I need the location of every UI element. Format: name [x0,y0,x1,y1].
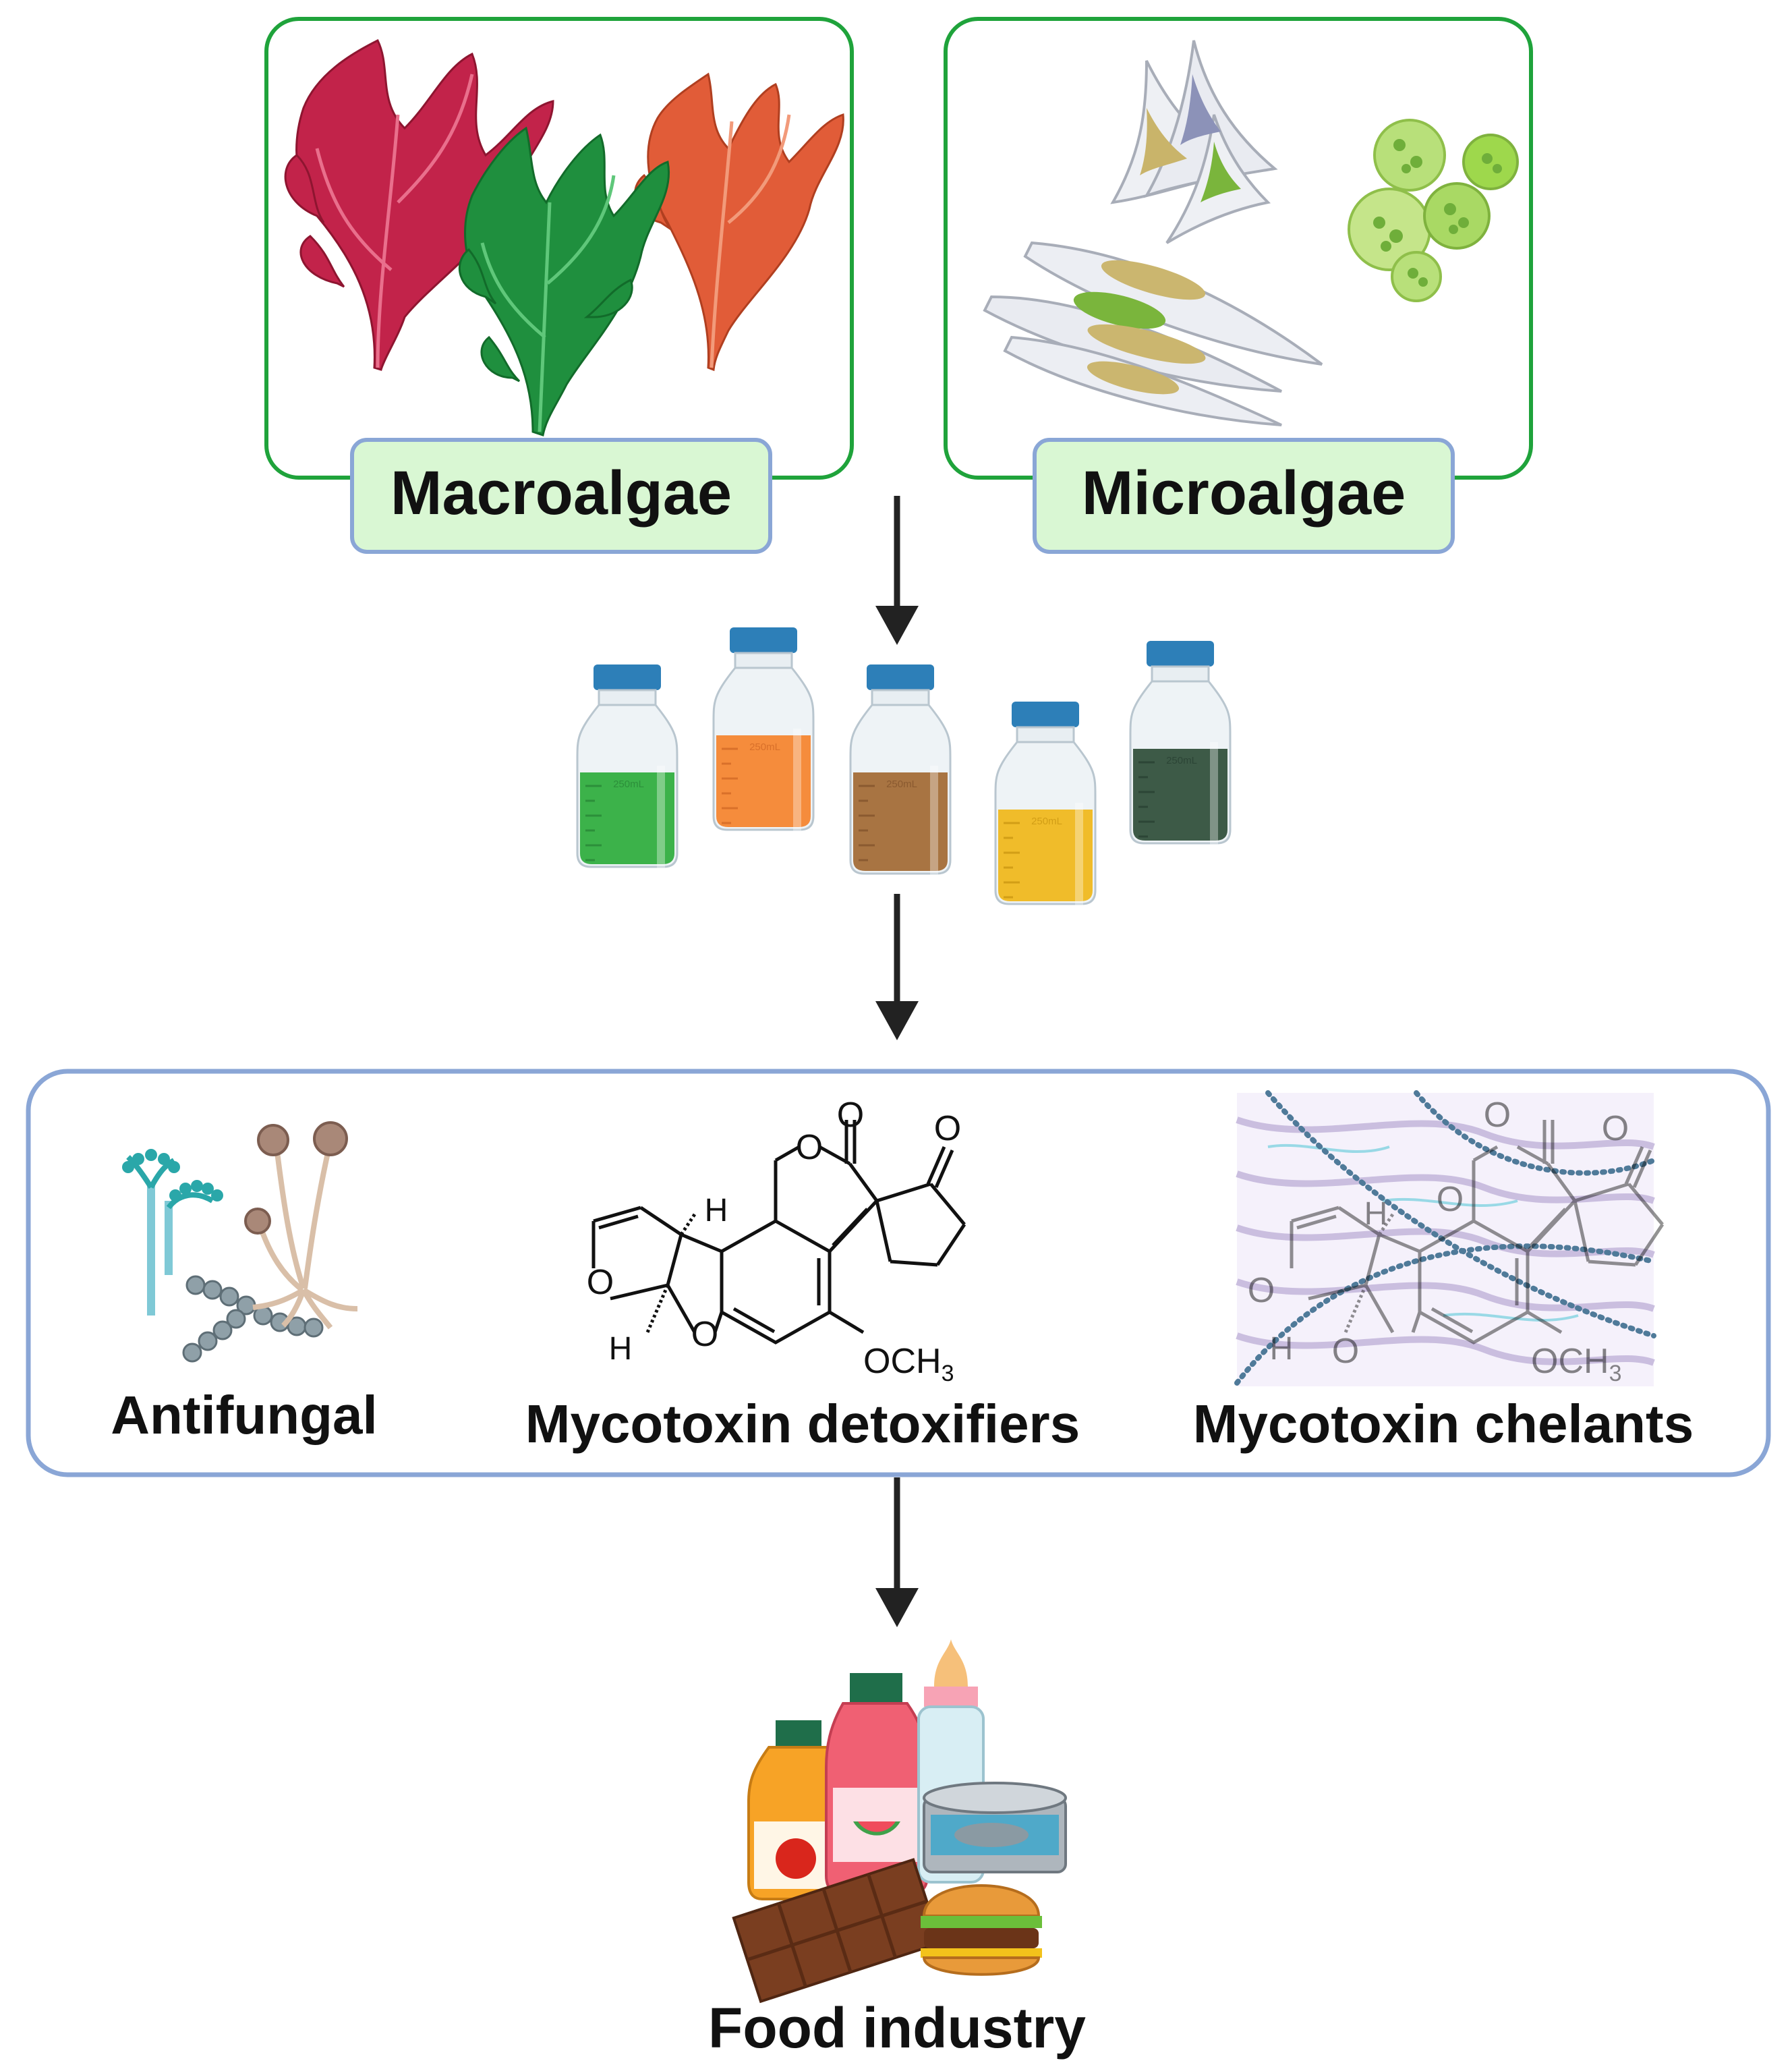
furan-o-1: O [587,1263,614,1302]
lactone-o: O [796,1128,823,1167]
bottle-volume-mark: 250mL [1166,755,1197,766]
fungi-icon: Antifungal [111,1121,378,1445]
bottle-volume-mark: 250mL [613,779,644,790]
extract-bottle: 250mL [849,664,952,880]
flow-arrow-1 [875,496,919,645]
food-industry-label: Food industry [708,1996,1086,2060]
macroalgae-panel: Macroalgae [264,17,854,554]
diatom-elongated-icon [983,241,1323,426]
bottle-volume-mark: 250mL [1031,816,1062,827]
chelant-methoxy: OCH3 [1531,1342,1621,1386]
bioactivity-panel: Antifungal [26,1069,1771,1477]
hydrogen-2: H [609,1331,633,1367]
chelant-o-4: O [1248,1271,1275,1310]
extract-bottle: 250mL [712,627,815,837]
extract-bottle: 250mL [576,664,678,874]
flow-arrow-3 [875,1477,919,1627]
spherical-microalgae-icon [1348,119,1519,302]
extract-bottles: 250mL 250mL 250mL 250mL 250mL [576,627,1232,911]
bottle-volume-mark: 250mL [886,779,917,790]
aflatoxin-structure: O O O O O H H OCH3 Mycotoxin detoxifiers [525,1096,1080,1454]
extract-bottle: 250mL [1129,641,1232,850]
macroalgae-label: Macroalgae [391,459,732,528]
green-seaweed-icon [458,126,670,436]
chelant-o-2: O [1602,1109,1629,1148]
chelant-h-1: H [1364,1196,1388,1232]
flow-arrow-2 [875,894,919,1040]
carbonyl-o-2: O [934,1109,961,1148]
chelant-illustration: O O O O O H H OCH3 Mycotoxin chelants [1193,1090,1694,1454]
chelants-label: Mycotoxin chelants [1193,1394,1694,1454]
methoxy-group: OCH3 [863,1342,954,1386]
extract-bottle: 250mL [994,702,1097,911]
microalgae-label: Microalgae [1082,459,1406,528]
diatom-triangle-icon [1110,40,1278,244]
antifungal-label: Antifungal [111,1385,377,1445]
bottle-volume-mark: 250mL [749,741,780,753]
chelant-o-5: O [1332,1332,1359,1371]
chelant-h-2: H [1270,1331,1294,1367]
detoxifiers-label: Mycotoxin detoxifiers [525,1394,1080,1454]
microalgae-panel: Microalgae [944,17,1533,554]
carbonyl-o-1: O [837,1096,864,1135]
chelant-o-3: O [1437,1180,1464,1219]
food-products-icon [732,1639,1067,2004]
furan-o-2: O [691,1315,718,1354]
chelant-o-1: O [1484,1096,1511,1135]
hydrogen-1: H [705,1193,728,1228]
